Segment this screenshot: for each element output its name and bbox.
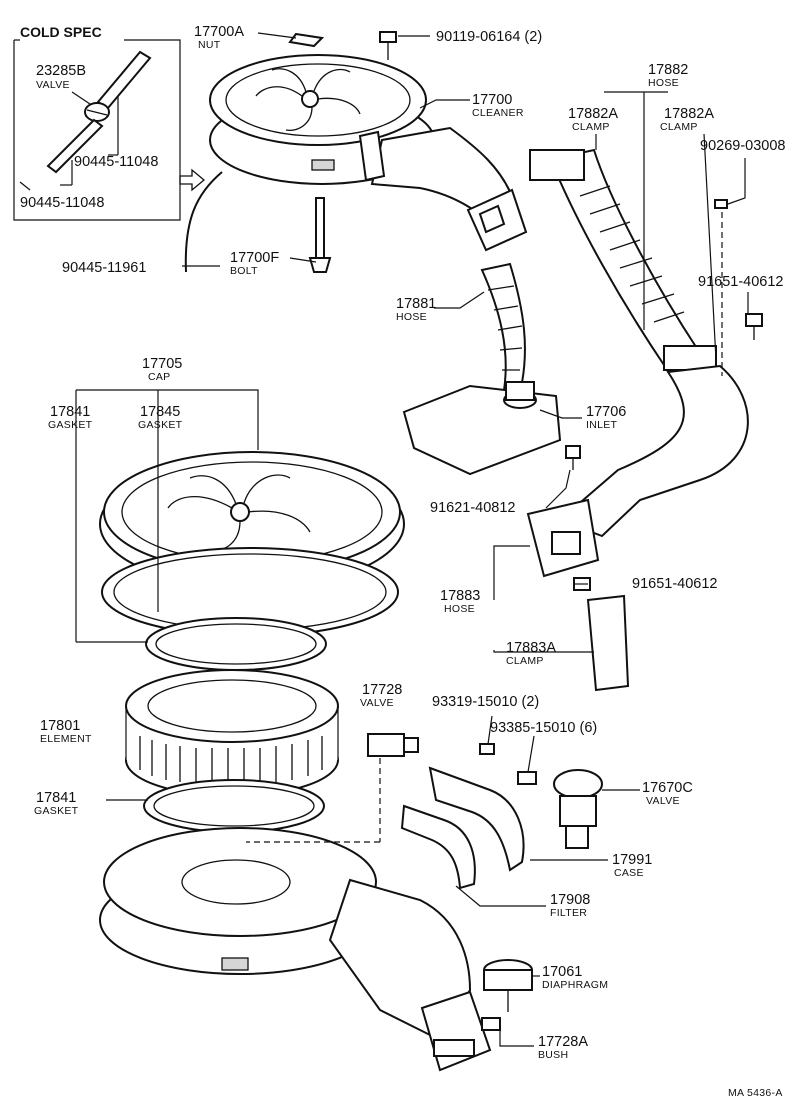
element-17801-part [125,669,339,797]
bush-name: BUSH [538,1049,568,1061]
long-bolt-part [308,197,332,273]
clamp-17883a-name: CLAMP [506,655,544,667]
hose-17881-no: 17881 [396,296,436,312]
bolt-f-no: 17700F [230,250,279,266]
hose-17881-name: HOSE [396,311,427,323]
valve-17670c-name: VALVE [646,795,680,807]
gasket-17841-low-part [143,779,325,833]
hose-17883-name: HOSE [444,603,475,615]
indicator-arrow [179,168,206,192]
leader-lines [75,32,749,1047]
bush-17728a-part [481,1017,501,1031]
clamp-17883a-no: 17883A [506,640,556,656]
inlet-name: INLET [586,419,618,431]
clamp-a2-no: 17882A [664,106,714,122]
cleaner-name: CLEANER [472,107,524,119]
callout-labels: 90445-11961 17700A NUT 90119-06164 (2) 1… [34,24,785,1099]
cold-spec-valve-name: VALVE [36,79,70,91]
gasket-17845-name: GASKET [138,419,183,431]
cold-spec-pipe-a-no: 90445-11048 [74,154,158,170]
nut-name: NUT [198,39,221,51]
screw-15010-2-no: 93319-15010 (2) [432,694,539,710]
bolt-06164-no: 90119-06164 (2) [436,29,542,45]
cap-no: 17705 [142,356,182,372]
bolt-91651-top-part [745,313,763,340]
diaphragm-no: 17061 [542,964,582,980]
vacuum-hose-part [184,171,223,273]
cold-spec-pipe-b-no: 90445-11048 [20,195,104,211]
element-name: ELEMENT [40,733,92,745]
screw-03008-no: 90269-03008 [700,138,785,154]
cleaner-no: 17700 [472,92,512,108]
air-cleaner-top-assembly [209,31,528,252]
cold-spec-valve-part [46,50,152,174]
gasket-low-name: GASKET [34,805,79,817]
valve-17728-no: 17728 [362,682,402,698]
diaphragm-17061-part [483,959,533,1012]
valve-17670c-no: 17670C [642,780,693,796]
nut-no: 17700A [194,24,244,40]
bolt-40612-top-no: 91651-40612 [698,274,783,290]
gasket-top-name: GASKET [48,419,93,431]
clamp-a2-name: CLAMP [660,121,698,133]
gasket-top-no: 17841 [50,404,90,420]
clamp-17883a-part [586,594,630,692]
bush-no: 17728A [538,1034,588,1050]
bolt-40612-low-no: 91651-40612 [632,576,717,592]
cold-spec-valve-no: 23285B [36,63,86,79]
screw-93385-part [517,771,537,785]
filter-17908-part [400,804,476,890]
screw-93319-part [479,743,495,755]
hose-17882-name: HOSE [648,77,679,89]
gasket-17845-no: 17845 [140,404,180,420]
hose-17883-no: 17883 [440,588,480,604]
bolt-40812-no: 91621-40812 [430,500,515,516]
hose-17882-no: 17882 [648,62,688,78]
air-hose-17882-part [526,148,749,578]
footer-code: MA 5436-A [728,1087,783,1099]
cap-name: CAP [148,371,171,383]
element-no: 17801 [40,718,80,734]
bolt-91621-part [565,445,581,470]
case-name: CASE [614,867,644,879]
case-lower-part [99,827,492,1072]
clamp-a1-name: CLAMP [572,121,610,133]
screw-15010-6-no: 93385-15010 (6) [490,720,597,736]
cold-spec-title: COLD SPEC [20,24,102,40]
hose-17881-part [480,262,526,394]
gasket-17841-top-part [145,617,327,671]
cold-spec-inset: COLD SPEC 23285B VALVE 90445-11048 90445… [13,24,181,221]
gasket-low-no: 17841 [36,790,76,806]
case-no: 17991 [612,852,652,868]
valve-17728-name: VALVE [360,697,394,709]
diaphragm-name: DIAPHRAGM [542,979,608,991]
screw-90269-part [714,199,728,209]
clamp-a1-no: 17882A [568,106,618,122]
bolt-f-name: BOLT [230,265,258,277]
inlet-no: 17706 [586,404,626,420]
valve-17728-part [367,733,419,757]
filter-name: FILTER [550,907,587,919]
valve-17670c-part [553,769,603,849]
inlet-17706-part [402,381,562,476]
filter-no: 17908 [550,892,590,908]
case-17991-part [428,766,525,872]
hose-11961-no: 90445-11961 [62,260,146,276]
